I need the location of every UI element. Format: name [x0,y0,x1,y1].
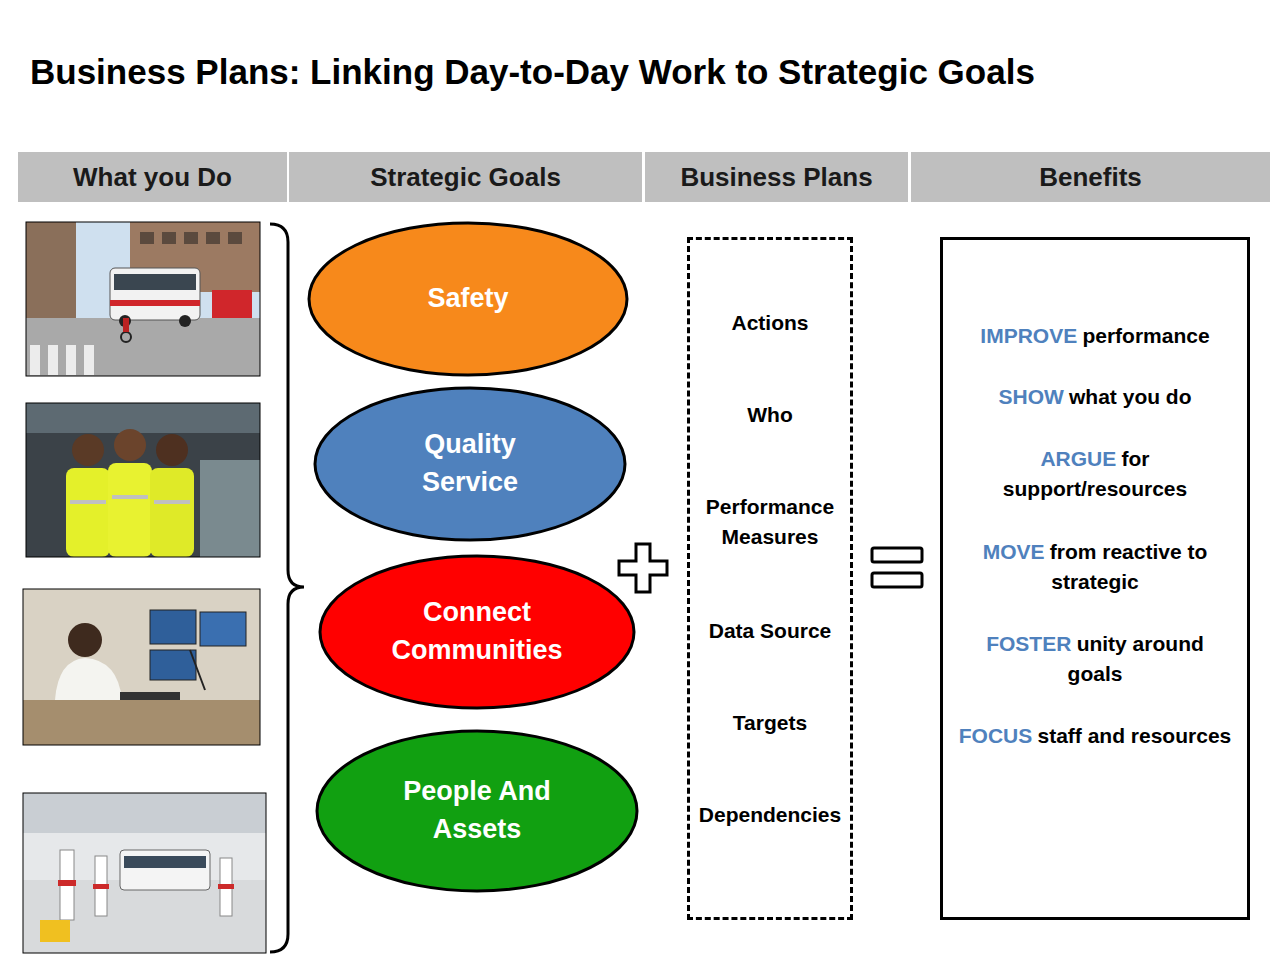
benefit-line: FOCUSstaff and resources [945,721,1245,751]
benefit-keyword: FOCUS [959,724,1033,747]
plan-item: Performance Measures [690,492,850,553]
bracket [270,224,304,952]
goal-ellipse: People And Assets [315,729,639,893]
goal-ellipse: Safety [307,221,629,377]
benefit-line: SHOW what you do [950,382,1240,412]
plan-item: Data Source [690,616,850,646]
plan-item: Who [690,400,850,430]
column-header: Business Plans [645,152,908,202]
benefit-keyword: IMPROVE [980,324,1077,347]
header-label: Business Plans [680,162,872,193]
benefit-text: what you do [1069,385,1192,408]
goal-ellipse: Connect Communities [318,554,636,710]
title: Business Plans: Linking Day-to-Day Work … [30,52,1035,92]
benefit-keyword: MOVE [983,540,1045,563]
benefit-line: IMPROVEperformance [950,321,1240,351]
street-photo [26,222,260,376]
goal-label: Quality Service [380,426,560,502]
plus-sign [619,544,667,592]
staff-photo [26,403,260,557]
plan-item: Dependencies [690,800,850,830]
header-label: Benefits [1039,162,1142,193]
plan-item: Targets [690,708,850,738]
ellipse-shape [315,729,639,893]
ellipse-shape [313,386,627,542]
benefit-keyword: ARGUE [1040,447,1116,470]
goal-label: People And Assets [387,773,567,849]
column-header: Strategic Goals [289,152,642,202]
benefit-line: FOSTERunity around goals [975,629,1215,690]
benefit-line: ARGUEfor support/resources [980,444,1210,505]
header-label: What you Do [73,162,232,193]
garage-photo [23,793,266,953]
benefit-text: staff and resources [1038,724,1232,747]
goal-label: Connect Communities [387,594,567,670]
plan-item: Actions [690,308,850,338]
benefit-text: performance [1082,324,1209,347]
column-header: Benefits [911,152,1270,202]
column-header: What you Do [18,152,287,202]
header-label: Strategic Goals [370,162,561,193]
benefit-keyword: FOSTER [986,632,1071,655]
ellipse-shape [318,554,636,710]
benefit-line: MOVEfrom reactive to strategic [965,537,1225,598]
benefit-keyword: SHOW [998,385,1063,408]
goal-ellipse: Quality Service [313,386,627,542]
goal-label: Safety [378,280,558,318]
benefit-text: unity around goals [1068,632,1204,685]
benefit-text: from reactive to strategic [1050,540,1208,593]
plan-box: ActionsWhoPerformance MeasuresData Sourc… [687,237,853,920]
benefits-box: IMPROVEperformanceSHOW what you do ARGUEfo… [940,237,1250,920]
control-room-photo [23,589,260,745]
equals-sign [872,548,922,587]
